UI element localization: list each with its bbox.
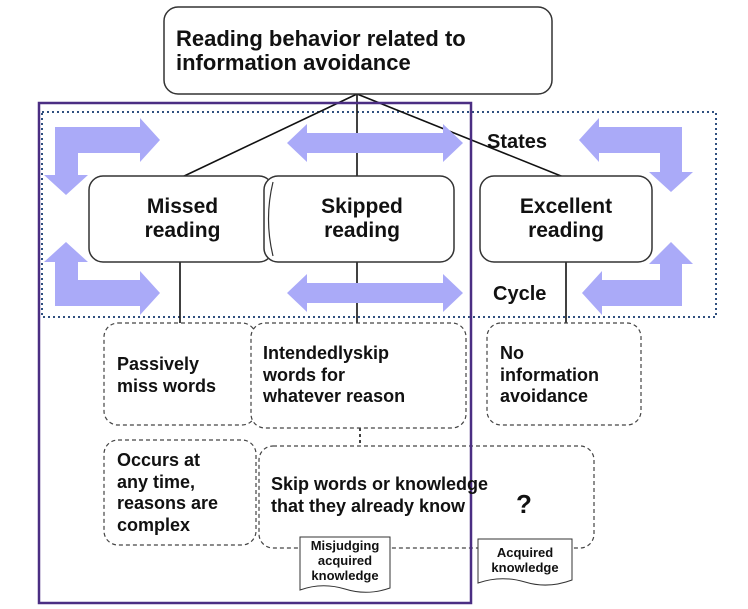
no-avoidance-text: No information avoidance bbox=[500, 343, 599, 407]
arrow-bottom-right bbox=[582, 242, 693, 315]
no-avoidance-box bbox=[486, 322, 642, 426]
arrow-bottom-middle bbox=[287, 274, 463, 312]
title-box bbox=[163, 6, 553, 95]
tree-connectors bbox=[179, 93, 567, 446]
intendedly-box bbox=[250, 322, 467, 429]
misjudging-doc-shape bbox=[299, 536, 391, 593]
misjudging-doc-text: Misjudging acquired knowledge bbox=[310, 538, 380, 583]
diagram-title: Reading behavior related to information … bbox=[176, 26, 466, 76]
arrow-top-middle bbox=[287, 124, 463, 162]
states-cycle-region bbox=[41, 111, 717, 318]
occurs-box bbox=[103, 439, 257, 546]
skip-known-text: Skip words or knowledge that they alread… bbox=[271, 474, 489, 516]
acquired-doc-shape bbox=[477, 538, 573, 586]
purple-frame bbox=[37, 101, 473, 605]
arrow-top-right bbox=[579, 118, 693, 192]
excellent-reading-box bbox=[479, 175, 653, 263]
occurs-text: Occurs at any time, reasons are complex bbox=[117, 450, 219, 535]
skipped-reading-label: Skipped reading bbox=[321, 195, 403, 243]
arrow-top-left bbox=[44, 118, 160, 195]
skip-known-box bbox=[258, 445, 595, 549]
states-label: States bbox=[487, 131, 548, 153]
passively-text: Passively miss words bbox=[117, 354, 217, 396]
arrow-bottom-left bbox=[44, 242, 160, 315]
excellent-reading-label: Excellent reading bbox=[519, 195, 613, 243]
missed-reading-label: Missed reading bbox=[144, 195, 221, 243]
cycle-label: Cycle bbox=[493, 283, 547, 305]
overlap-curve bbox=[267, 181, 274, 257]
cycle-arrows bbox=[44, 118, 693, 315]
acquired-doc-text: Acquired knowledge bbox=[491, 545, 559, 575]
skipped-reading-box bbox=[263, 175, 455, 263]
question-mark: ? bbox=[516, 489, 532, 519]
intendedly-text: Intendedlyskip words for whatever reason bbox=[263, 343, 406, 407]
